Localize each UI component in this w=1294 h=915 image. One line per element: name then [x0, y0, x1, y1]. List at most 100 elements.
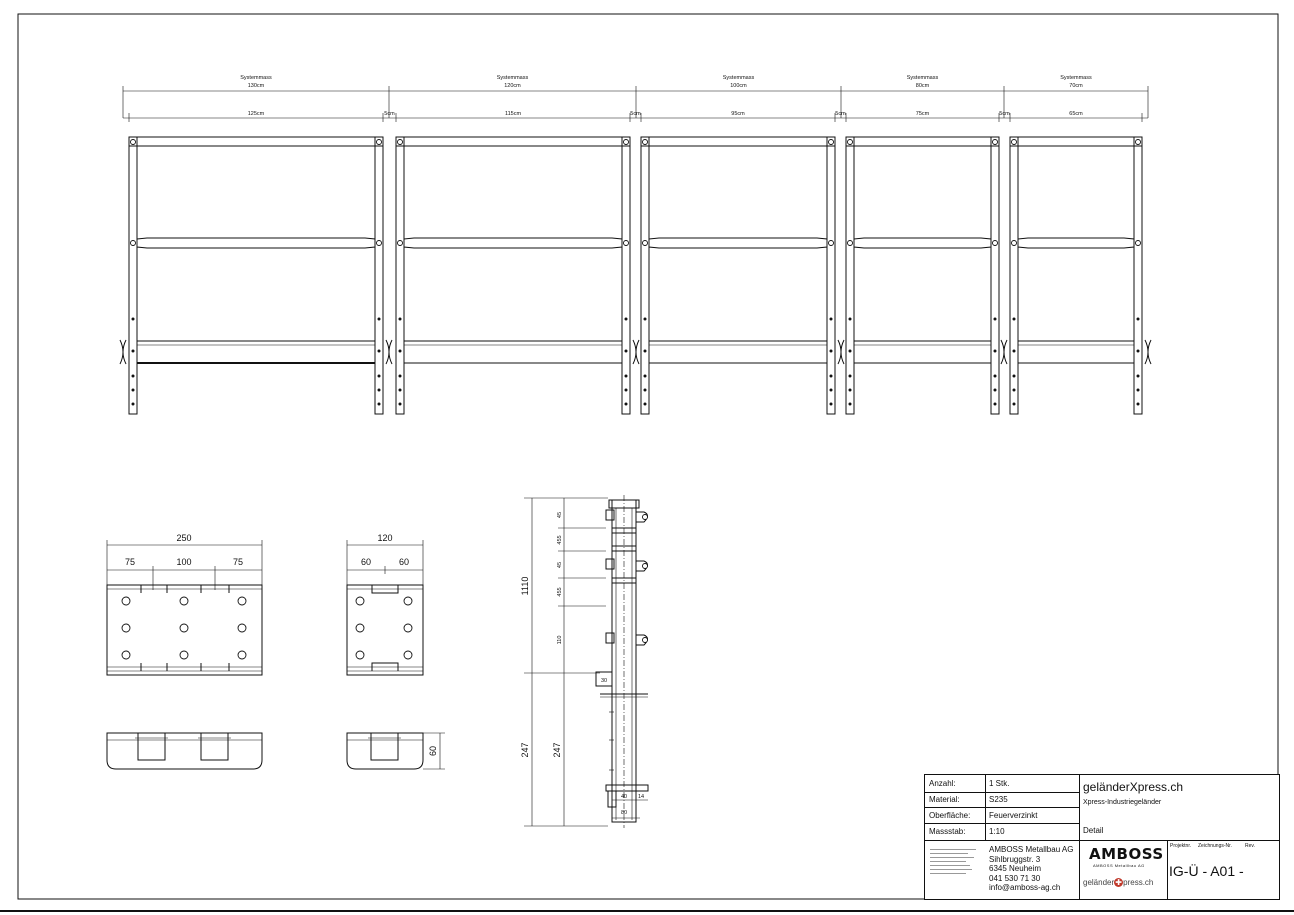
mid-rail: [853, 237, 992, 249]
post-hole: [848, 374, 852, 378]
post-hole: [848, 349, 852, 353]
toe-board: [853, 340, 992, 364]
post-hole: [398, 317, 402, 321]
dim-plate-small-left: 60: [361, 557, 371, 567]
gap-label: 5cm: [999, 111, 1010, 117]
post-hole: [829, 402, 833, 406]
post-hole: [624, 402, 628, 406]
toe-board: [136, 340, 376, 364]
post-hole: [993, 349, 997, 353]
coupler: [635, 339, 640, 365]
post-hole: [1012, 388, 1016, 392]
post-hole: [130, 240, 136, 246]
system-label: Systemmass: [907, 75, 939, 81]
post-hole: [377, 317, 381, 321]
post-hole: [131, 317, 135, 321]
post-hole: [624, 374, 628, 378]
dim-post-d1: 45: [557, 512, 563, 518]
post-hole: [130, 139, 136, 145]
tb-label-surface: Oberfläche:: [929, 811, 971, 820]
post-hole: [1136, 317, 1140, 321]
gap-label: 5cm: [835, 111, 846, 117]
dim-plate-small-height: 60: [428, 746, 438, 756]
mid-rail: [403, 237, 623, 249]
system-length: 130cm: [248, 83, 265, 89]
toe-board: [1017, 340, 1135, 364]
post-hole: [643, 388, 647, 392]
dim-plate-large-left: 75: [125, 557, 135, 567]
post-hole: [828, 139, 834, 145]
post-hole: [643, 402, 647, 406]
post-hole: [624, 388, 628, 392]
mid-rail: [648, 237, 828, 249]
post-hole: [1136, 402, 1140, 406]
tb-label-quantity: Anzahl:: [929, 779, 956, 788]
post-hole: [131, 349, 135, 353]
coupler: [1147, 339, 1152, 365]
post: [1133, 136, 1143, 415]
post-hole: [643, 317, 647, 321]
dim-plate-large-mid: 100: [176, 557, 191, 567]
toe-board: [648, 340, 828, 364]
top-rail: [1009, 136, 1143, 147]
dim-post-base-b: 14: [638, 794, 644, 800]
dim-plate-small-right: 60: [399, 557, 409, 567]
dim-post-lower-inner: 247: [552, 742, 562, 757]
base-plate-large: 250 75 100 75: [106, 533, 263, 770]
post-hole: [131, 374, 135, 378]
post-hole: [1136, 349, 1140, 353]
tb-company-email: info@amboss-ag.ch: [989, 883, 1061, 892]
tb-company: AMBOSS Metallbau AG Sihlbruggstr. 3 6345…: [989, 845, 1073, 893]
post-hole: [377, 349, 381, 353]
title-block: Anzahl: 1 Stk. Material: S235 Oberfläche…: [924, 774, 1280, 900]
post-hole: [828, 240, 834, 246]
system-length: 80cm: [916, 83, 930, 89]
clear-length: 95cm: [731, 111, 745, 117]
post: [128, 136, 138, 415]
tb-field-drawing: Zeichnungs-Nr.: [1198, 843, 1232, 849]
system-length: 100cm: [730, 83, 747, 89]
post-hole: [847, 240, 853, 246]
amboss-logo: AMBOSS: [1089, 845, 1164, 863]
post-hole: [376, 240, 382, 246]
post-hole: [848, 388, 852, 392]
dim-plate-large-total: 250: [176, 533, 191, 543]
tb-company-street: Sihlbruggstr. 3: [989, 854, 1041, 864]
post: [374, 136, 384, 415]
base-plate-small: 120 60 60 60: [346, 533, 445, 770]
post-hole: [397, 240, 403, 246]
tb-revision: -: [1239, 863, 1244, 879]
post-hole: [848, 317, 852, 321]
dim-plate-small-total: 120: [377, 533, 392, 543]
post-hole: [992, 240, 998, 246]
tb-value-quantity: 1 Stk.: [989, 779, 1010, 788]
clear-length: 125cm: [248, 111, 265, 117]
post-hole: [623, 139, 629, 145]
post-hole: [398, 374, 402, 378]
post-hole: [398, 388, 402, 392]
post: [621, 136, 631, 415]
post: [640, 136, 650, 415]
toe-board: [403, 340, 623, 364]
dim-post-base-c: 80: [621, 810, 627, 816]
tb-drawing-number: IG-Ü - A01: [1169, 863, 1236, 879]
post-hole: [1012, 349, 1016, 353]
post-hole: [642, 139, 648, 145]
coupler: [388, 339, 393, 365]
post-hole: [1012, 317, 1016, 321]
post-hole: [377, 402, 381, 406]
coupler: [840, 339, 845, 365]
dim-post-total: 1110: [520, 577, 530, 596]
tb-subtitle: Xpress-Industriegeländer: [1083, 799, 1162, 806]
system-length: 120cm: [504, 83, 521, 89]
coupler: [122, 339, 127, 365]
post-hole: [643, 349, 647, 353]
top-rail: [395, 136, 631, 147]
post-hole: [397, 139, 403, 145]
post-hole: [993, 374, 997, 378]
post-hole: [829, 317, 833, 321]
top-rail: [845, 136, 1000, 147]
tb-field-rev: Rev.: [1245, 843, 1255, 849]
post-hole: [993, 317, 997, 321]
